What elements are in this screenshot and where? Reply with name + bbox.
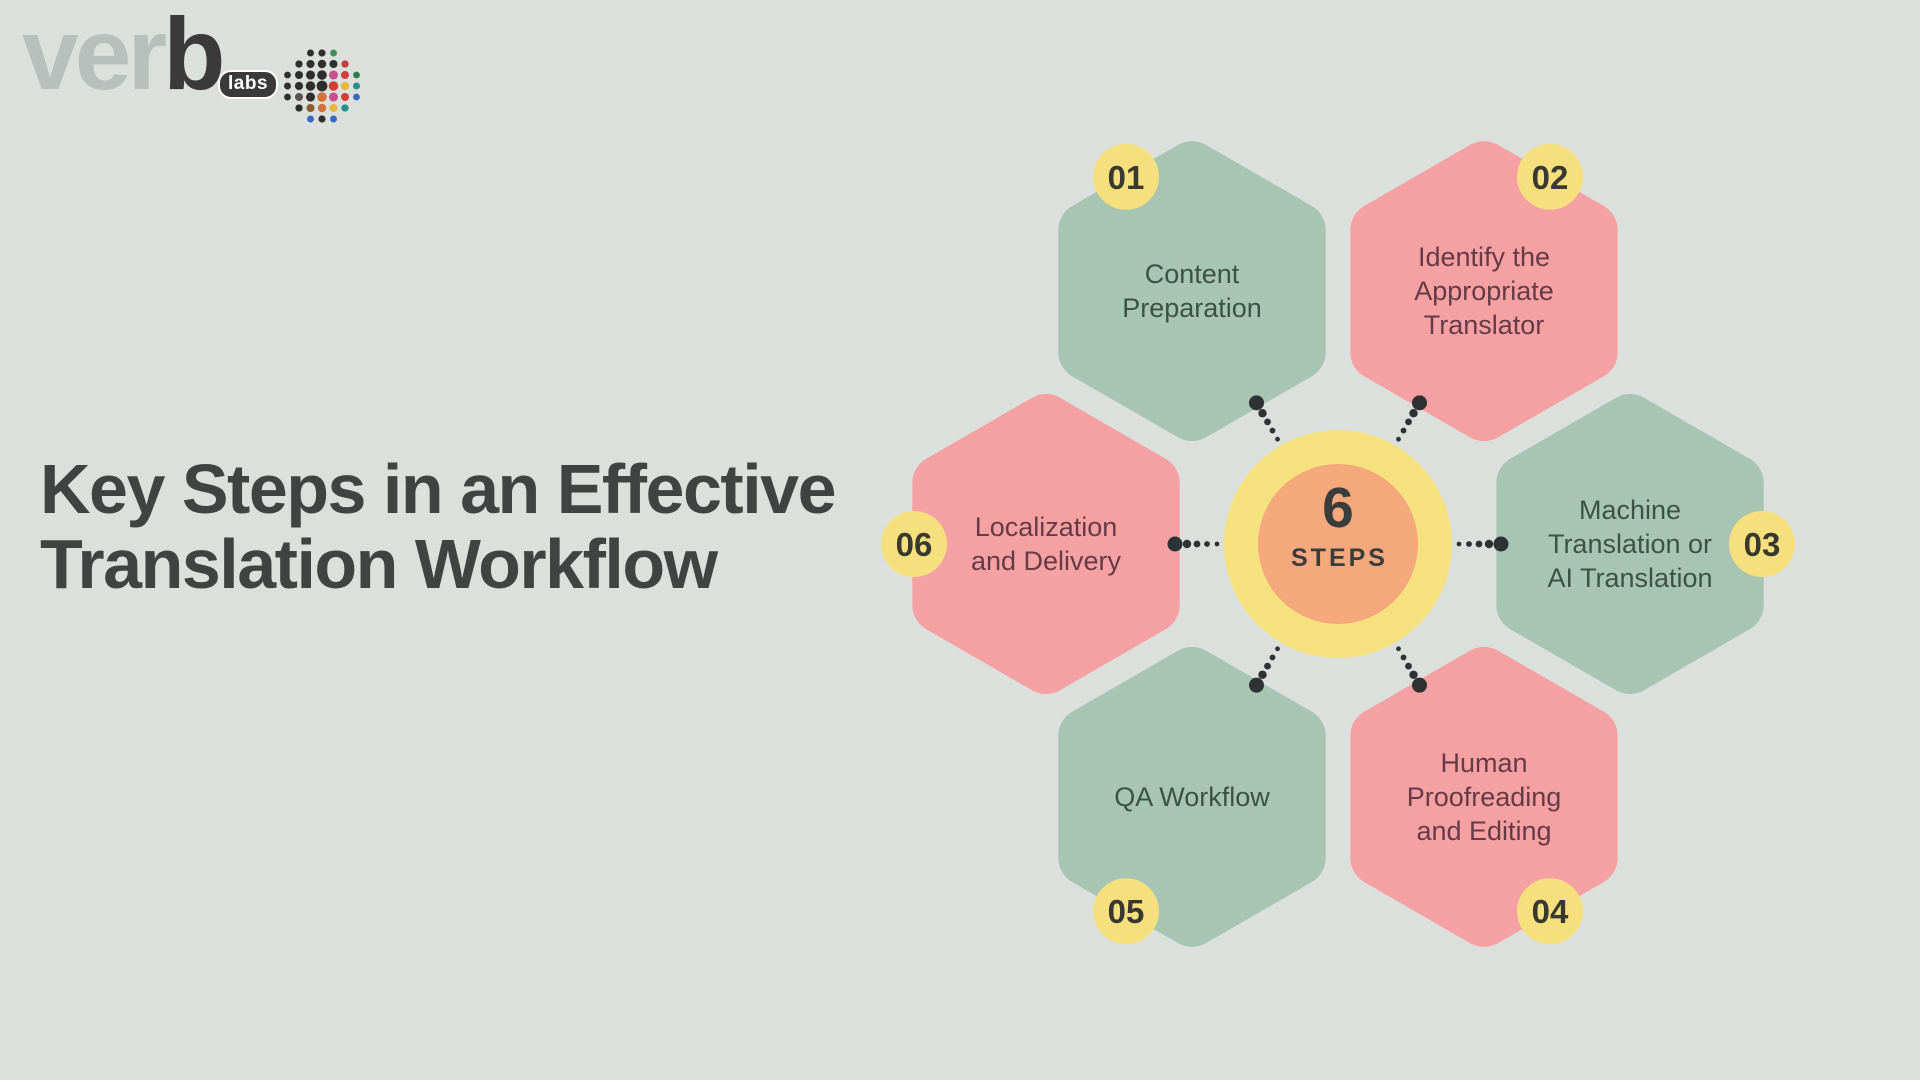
connector-dotted-line <box>1167 536 1220 552</box>
connector-dotted-line <box>1456 536 1509 552</box>
step-number-badge-02: 02 <box>1517 143 1583 210</box>
globe-dot <box>317 92 327 102</box>
step-number: 02 <box>1532 159 1569 196</box>
globe-dot <box>318 115 326 123</box>
globe-dot <box>353 71 360 79</box>
globe-dot <box>330 49 337 57</box>
page-title-line2: Translation Workflow <box>40 524 718 603</box>
globe-dot <box>295 71 303 79</box>
globe-dot <box>341 71 349 79</box>
globe-dot <box>341 93 349 101</box>
globe-dot <box>341 104 349 112</box>
logo-wordmark: verb <box>22 0 225 121</box>
globe-dot <box>328 92 339 102</box>
globe-dot <box>305 70 316 80</box>
step-number: 04 <box>1532 893 1569 930</box>
step-number: 01 <box>1108 159 1145 196</box>
globe-dot <box>306 59 315 69</box>
globe-dot <box>295 93 303 101</box>
page-title: Key Steps in an Effective Translation Wo… <box>40 452 960 602</box>
center-circle <box>1224 430 1452 658</box>
globe-dot <box>306 103 315 113</box>
globe-dot <box>353 93 360 101</box>
globe-dot <box>316 80 328 92</box>
globe-dot <box>317 59 327 69</box>
connector-dotted-line <box>1396 646 1427 693</box>
step-number: 05 <box>1108 893 1145 930</box>
globe-dot <box>295 104 303 112</box>
connector-dotted-line <box>1249 646 1280 693</box>
globe-dot <box>294 81 304 91</box>
globe-dot <box>328 70 339 80</box>
globe-dot <box>284 93 291 101</box>
globe-dot <box>329 103 338 113</box>
logo-labs-badge: labs <box>218 70 279 99</box>
hexagon-label: QA Workflow <box>1114 782 1270 812</box>
verbolabs-logo: verb labs <box>22 0 361 124</box>
connector-dotted-line <box>1396 395 1427 442</box>
globe-dot <box>283 82 292 90</box>
step-number-badge-04: 04 <box>1517 878 1583 945</box>
step-number-badge-05: 05 <box>1093 878 1159 945</box>
globe-dot <box>328 81 339 91</box>
hexagon-step-05: QA Workflow <box>1058 646 1326 947</box>
globe-dot <box>340 81 350 91</box>
globe-dot <box>317 103 327 113</box>
globe-dot <box>329 59 338 69</box>
globe-dot <box>307 115 314 123</box>
globe-dot <box>318 49 326 57</box>
globe-dot <box>295 60 303 68</box>
globe-dot <box>284 71 291 79</box>
globe-dot <box>305 81 316 91</box>
logo-text-b: b <box>163 0 225 111</box>
globe-dot <box>305 92 316 102</box>
globe-dot <box>317 70 327 80</box>
globe-dot <box>341 60 349 68</box>
step-number: 03 <box>1744 526 1781 563</box>
globe-dot <box>330 115 337 123</box>
step-number-badge-06: 06 <box>881 511 947 577</box>
logo-text-ver: ver <box>22 0 167 111</box>
step-number-badge-03: 03 <box>1729 511 1795 577</box>
connector-dotted-line <box>1249 395 1280 442</box>
globe-dot <box>307 49 314 57</box>
logo-globe-icon <box>283 49 361 123</box>
page-title-line1: Key Steps in an Effective <box>40 450 837 528</box>
step-number: 06 <box>896 526 933 563</box>
step-number-badge-01: 01 <box>1093 143 1159 210</box>
globe-dot <box>352 82 361 90</box>
